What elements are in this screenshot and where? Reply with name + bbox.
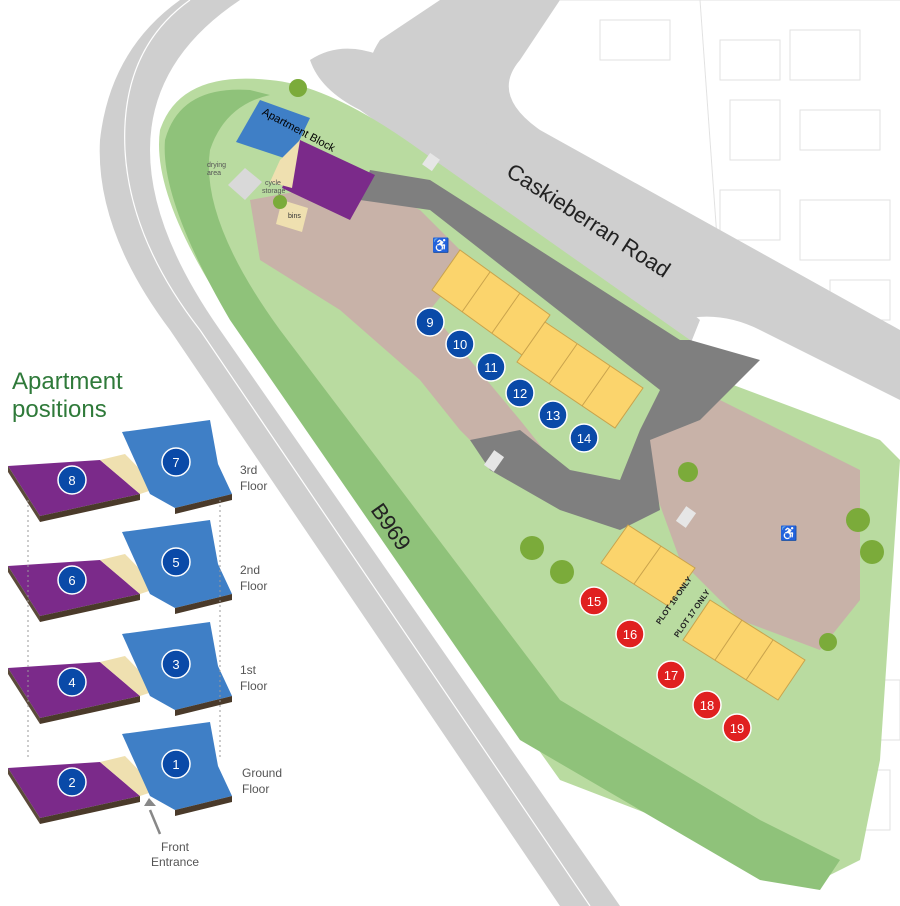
left-apartment-edge (40, 494, 140, 522)
plot-marker-15: 15 (579, 586, 609, 616)
apartment-unit-7-number: 7 (172, 455, 179, 470)
sidebar-title-line1: Apartment (12, 368, 123, 395)
cycle-label: cycle (265, 180, 281, 187)
floor-label-2nd: 2nd Floor (240, 562, 267, 594)
left-apartment-edge (8, 668, 40, 724)
plot-marker-11-number: 11 (484, 360, 498, 375)
apartment-unit-8: 8 (57, 465, 87, 495)
plot-marker-15-number: 15 (587, 594, 601, 609)
right-apartment-edge (175, 796, 232, 816)
plot-marker-11: 11 (476, 352, 506, 382)
plot-marker-19-number: 19 (730, 721, 744, 736)
plot-marker-18-number: 18 (700, 698, 714, 713)
plot-marker-16: 16 (615, 619, 645, 649)
plot-marker-17-number: 17 (664, 668, 678, 683)
plot-marker-13-number: 13 (546, 408, 560, 423)
drying-label: drying (207, 162, 226, 169)
apartment-block-building (236, 100, 375, 232)
apartment-unit-4-number: 4 (68, 675, 75, 690)
plot-marker-19: 19 (722, 713, 752, 743)
floor-label-ground: Ground Floor (242, 765, 282, 797)
sidebar-title-line2: positions (12, 396, 107, 423)
roads (99, 0, 900, 906)
houses-terrace-2 (516, 321, 644, 429)
apartment-unit-8-number: 8 (68, 473, 75, 488)
entrance-label-line: Front (160, 840, 189, 854)
left-apartment-edge (8, 768, 40, 824)
right-apartment-edge (175, 696, 232, 716)
accessible-parking-icon: ♿ (780, 525, 797, 542)
blue-plot-markers: 9 10 11 12 13 14 (415, 307, 599, 453)
accessible-parking-icon: ♿ (432, 237, 449, 254)
plot-marker-9-number: 9 (426, 315, 433, 330)
apartment-unit-2: 2 (57, 767, 87, 797)
floor-label-line: Floor (240, 479, 268, 493)
sidebar-title: Apartment positions (12, 368, 123, 424)
apartment-floor-diagram: 8 7 6 5 4 3 2 1 (8, 420, 232, 824)
left-apartment-edge (8, 466, 40, 522)
plot-marker-17: 17 (656, 660, 686, 690)
apartment-unit-1-number: 1 (172, 757, 179, 772)
floor-label-3rd: 3rd Floor (240, 462, 267, 494)
entrance-arrow-icon (144, 798, 162, 835)
floor-label-line: 2nd (240, 563, 261, 577)
stairwell (100, 454, 158, 494)
plot-marker-14: 14 (569, 423, 599, 453)
front-entrance-label: Front Entrance (140, 840, 210, 870)
storage-label: storage (262, 188, 285, 195)
plot-marker-14-number: 14 (577, 431, 591, 446)
floor-diagram (8, 520, 232, 622)
floor-label-line: Floor (242, 782, 270, 796)
left-apartment-edge (40, 696, 140, 724)
floor-label-line: 1st (240, 663, 257, 677)
apartment-unit-3-number: 3 (172, 657, 179, 672)
plot-marker-10: 10 (445, 329, 475, 359)
floor-label-line: Floor (240, 579, 268, 593)
apartment-unit-5-number: 5 (172, 555, 179, 570)
left-apartment-edge (40, 796, 140, 824)
apartment-unit-4: 4 (57, 667, 87, 697)
parking-areas (250, 180, 860, 650)
floor-label-1st: 1st Floor (240, 662, 267, 694)
trees (273, 79, 884, 651)
apartment-unit-3: 3 (161, 649, 191, 679)
apartment-unit-6: 6 (57, 565, 87, 595)
entrance-label-line: Entrance (150, 855, 200, 869)
floor-label-line: Ground (242, 766, 283, 780)
stairwell (100, 554, 158, 594)
houses-terrace-4 (682, 599, 806, 701)
right-apartment-edge (175, 494, 232, 514)
red-plot-markers: 15 16 17 18 19 (579, 586, 752, 743)
apartment-unit-7: 7 (161, 447, 191, 477)
houses-terrace-1 (431, 249, 551, 356)
plot-marker-13: 13 (538, 400, 568, 430)
plot-marker-10-number: 10 (453, 337, 467, 352)
plot-marker-18: 18 (692, 690, 722, 720)
plot-marker-9: 9 (415, 307, 445, 337)
drying-area (228, 168, 262, 200)
floor-diagram (8, 420, 232, 522)
left-apartment-edge (8, 566, 40, 622)
apartment-unit-2-number: 2 (68, 775, 75, 790)
apartment-unit-5: 5 (161, 547, 191, 577)
floor-diagram (8, 622, 232, 724)
area-label: area (207, 170, 221, 177)
apartment-unit-6-number: 6 (68, 573, 75, 588)
houses-terrace-3 (600, 524, 696, 607)
floor-label-line: Floor (240, 679, 268, 693)
plot-marker-16-number: 16 (623, 627, 637, 642)
apartment-unit-1: 1 (161, 749, 191, 779)
stairwell (100, 656, 158, 696)
plot-marker-12: 12 (505, 378, 535, 408)
floor-diagram (8, 722, 232, 824)
left-apartment-edge (40, 594, 140, 622)
floor-label-line: 3rd (240, 463, 258, 477)
right-apartment-edge (175, 594, 232, 614)
access-road (360, 152, 760, 530)
stairwell (100, 756, 158, 796)
plot-marker-12-number: 12 (513, 386, 527, 401)
bins-label: bins (288, 213, 301, 220)
